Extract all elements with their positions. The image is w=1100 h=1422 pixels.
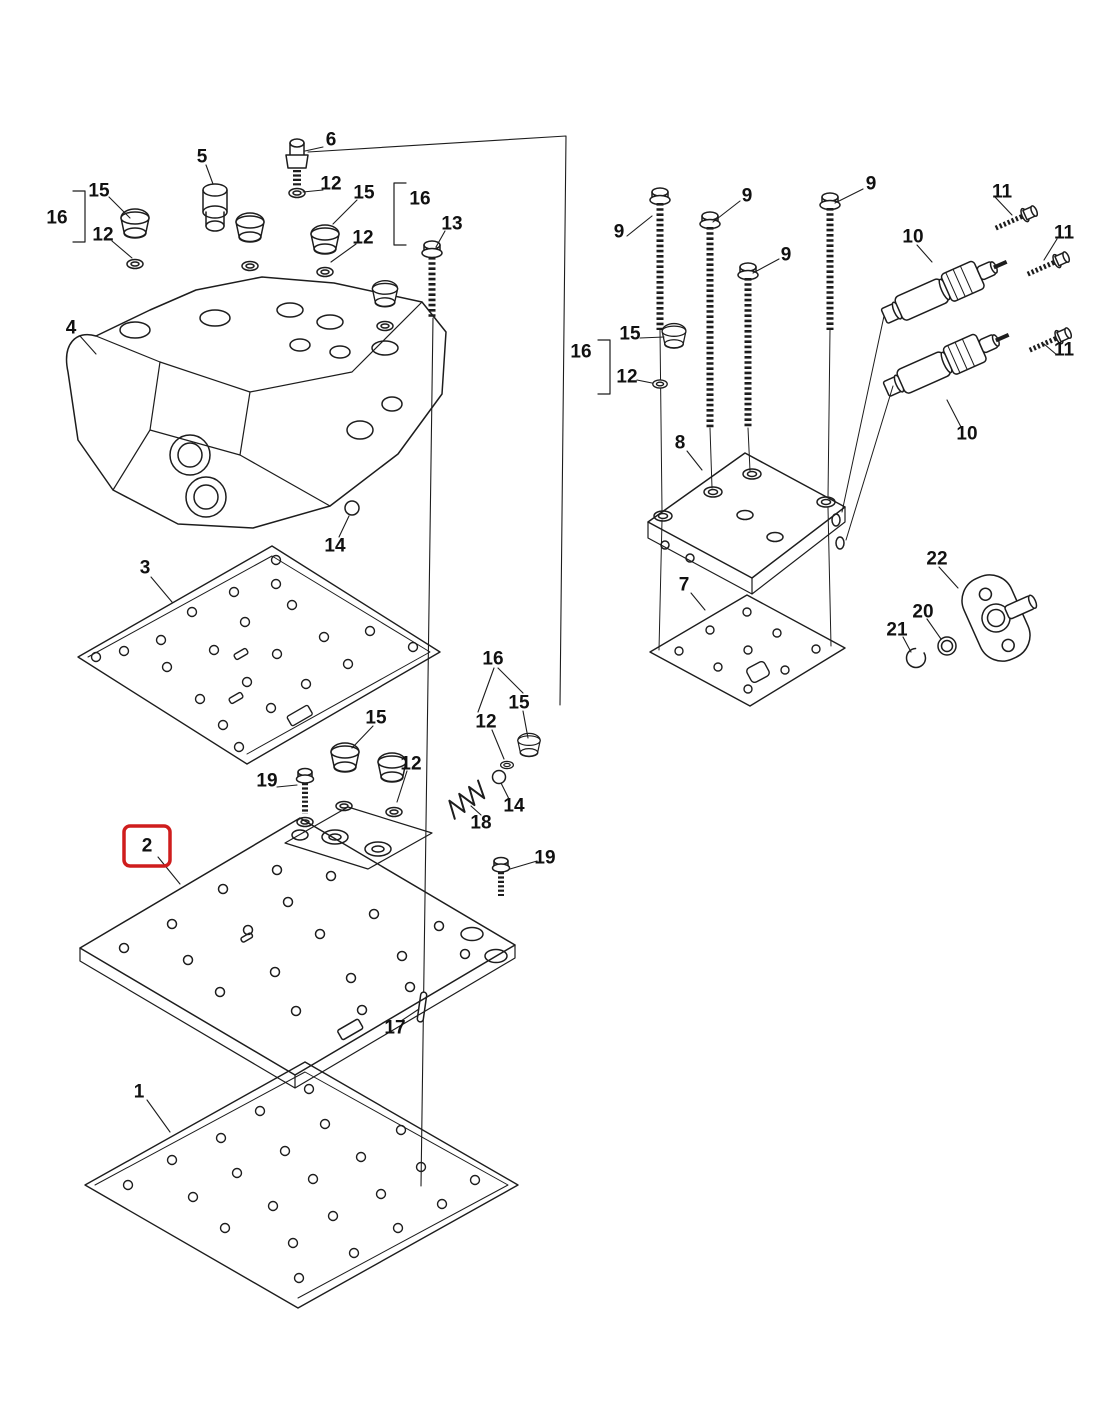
ball-14-mid bbox=[491, 769, 507, 785]
callout-10-30: 10 bbox=[902, 227, 923, 248]
callout-9-27: 9 bbox=[866, 174, 877, 195]
callout-9-25: 9 bbox=[614, 222, 625, 243]
callout-16-0: 16 bbox=[46, 208, 67, 229]
callout-18-19: 18 bbox=[470, 813, 491, 834]
alignment-lines bbox=[307, 135, 567, 1187]
valve-body-4 bbox=[65, 276, 447, 529]
plate-2-hardware bbox=[295, 732, 541, 1023]
callout-9-26: 9 bbox=[742, 186, 753, 207]
valve-body-8 bbox=[647, 452, 846, 595]
callout-15-18: 15 bbox=[508, 693, 530, 714]
callout-19-13: 19 bbox=[256, 771, 277, 792]
callout-14-11: 14 bbox=[324, 536, 346, 557]
o-ring-20 bbox=[937, 636, 957, 656]
callout-5-3: 5 bbox=[197, 147, 208, 168]
callout-14-20: 14 bbox=[503, 796, 525, 817]
callout-3-12: 3 bbox=[140, 558, 151, 579]
bolt-19-left bbox=[295, 767, 315, 828]
callout-11-31: 11 bbox=[1054, 223, 1075, 244]
callout-12-15: 12 bbox=[400, 754, 421, 775]
snap-ring-21 bbox=[905, 647, 927, 669]
highlight-box-part-2 bbox=[122, 824, 172, 868]
callout-15-14: 15 bbox=[365, 708, 387, 729]
ball-14-left bbox=[344, 500, 360, 516]
leader-lines bbox=[79, 146, 1058, 1133]
callout-21-41: 21 bbox=[886, 620, 908, 641]
plug-5 bbox=[202, 183, 228, 232]
valve-body-4-hardware bbox=[120, 138, 443, 516]
sensor-6 bbox=[285, 138, 309, 199]
callout-16-33: 16 bbox=[570, 342, 591, 363]
callout-12-2: 12 bbox=[92, 225, 113, 246]
callout-11-32: 11 bbox=[1054, 340, 1075, 361]
callout-2-21: 2 bbox=[142, 836, 153, 857]
callout-12-35: 12 bbox=[616, 367, 637, 388]
callout-15-1: 15 bbox=[88, 181, 110, 202]
bolt-19-right bbox=[491, 856, 511, 896]
callout-10-37: 10 bbox=[956, 424, 977, 445]
callout-4-10: 4 bbox=[66, 318, 77, 339]
callout-20-40: 20 bbox=[912, 602, 933, 623]
gasket-1 bbox=[84, 1061, 519, 1309]
callout-16-7: 16 bbox=[409, 189, 430, 210]
callout-7-38: 7 bbox=[679, 575, 690, 596]
valve-plate-2 bbox=[79, 806, 516, 1089]
callout-13-9: 13 bbox=[441, 214, 462, 235]
callout-12-5: 12 bbox=[320, 174, 341, 195]
callout-12-17: 12 bbox=[475, 712, 496, 733]
solenoid-10-lower bbox=[882, 332, 1010, 397]
callout-22-39: 22 bbox=[926, 549, 947, 570]
plug-group-right-16 bbox=[597, 322, 687, 395]
callout-1-24: 1 bbox=[134, 1082, 145, 1103]
solenoid-axes bbox=[841, 315, 894, 541]
flange-22 bbox=[961, 574, 1038, 662]
callout-6-4: 6 bbox=[326, 130, 337, 151]
callout-12-8: 12 bbox=[352, 228, 373, 249]
callout-9-28: 9 bbox=[781, 245, 792, 266]
callout-8-36: 8 bbox=[675, 433, 686, 454]
bolts-9 bbox=[649, 187, 841, 651]
gasket-7 bbox=[649, 594, 846, 707]
gasket-3 bbox=[77, 545, 441, 765]
callout-16-16: 16 bbox=[482, 649, 503, 670]
callout-11-29: 11 bbox=[992, 182, 1013, 203]
callout-15-34: 15 bbox=[619, 324, 641, 345]
callout-19-22: 19 bbox=[534, 848, 555, 869]
group-brackets-16 bbox=[72, 182, 407, 246]
solenoid-10-upper bbox=[880, 259, 1008, 324]
callout-15-6: 15 bbox=[353, 183, 375, 204]
callout-17-23: 17 bbox=[384, 1018, 405, 1039]
pin-17 bbox=[416, 991, 428, 1023]
spring-18 bbox=[448, 779, 486, 820]
